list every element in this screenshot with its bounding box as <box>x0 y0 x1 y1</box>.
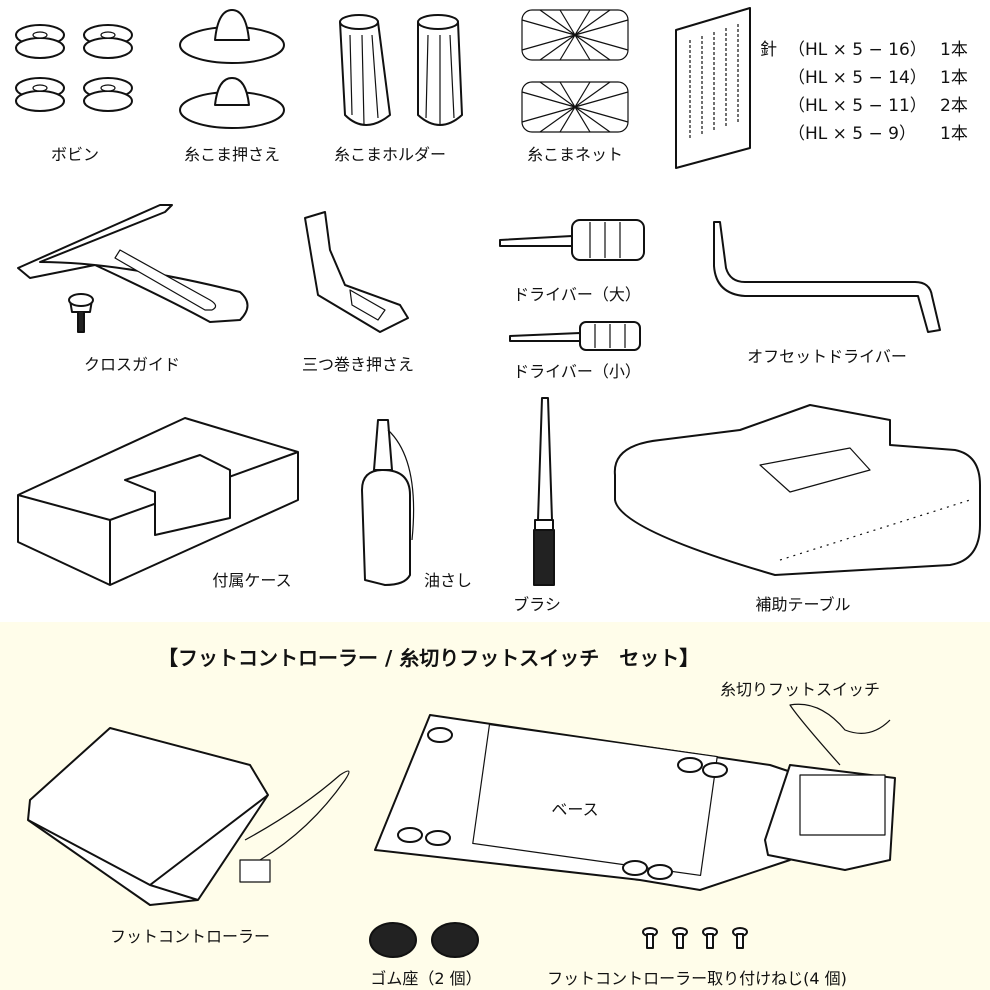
set-title: 【フットコントローラー / 糸切りフットスイッチ セット】 <box>158 646 700 670</box>
spool-net-label: 糸こまネット <box>526 145 624 164</box>
case-label: 付属ケース <box>212 571 292 590</box>
hemmer-foot-illustration <box>304 211 409 333</box>
spool-cap-label: 糸こま押さえ <box>183 145 281 164</box>
cloth-guide-label: クロスガイド <box>83 355 181 374</box>
case-illustration <box>17 417 299 586</box>
needle-row: （HL × 5 − 14）1本 <box>788 68 968 88</box>
oiler-illustration <box>361 419 415 586</box>
bobbin-illustration <box>15 24 133 112</box>
screwdriver-large-label: ドライバー（大） <box>513 285 641 304</box>
needle-row: （HL × 5 − 9）1本 <box>788 124 968 144</box>
rubber-feet-label: ゴム座（2 個） <box>370 969 482 988</box>
foot-controller-illustration <box>27 727 350 906</box>
thread-cut-switch-illustration <box>764 703 896 871</box>
screwdriver-large-illustration <box>499 219 645 261</box>
rubber-feet-illustration <box>369 922 479 958</box>
oiler-label: 油さし <box>423 571 473 590</box>
screws-illustration <box>642 927 748 949</box>
spool-holder-label: 糸こまホルダー <box>333 145 447 164</box>
brush-illustration <box>533 397 555 586</box>
needle-row: （HL × 5 − 11）2本 <box>788 96 968 116</box>
needle-list: 針（HL × 5 − 16）1本 （HL × 5 − 14）1本 （HL × 5… <box>760 36 968 148</box>
spool-net-illustration <box>521 9 629 133</box>
extension-table-label: 補助テーブル <box>755 595 851 614</box>
base-label: ベース <box>551 800 599 819</box>
offset-screwdriver-illustration <box>713 221 941 333</box>
hemmer-foot-label: 三つ巻き押さえ <box>301 355 415 374</box>
bobbin-label: ボビン <box>50 145 100 164</box>
screws-label: フットコントローラー取り付けねじ(4 個) <box>547 969 847 988</box>
foot-controller-label: フットコントローラー <box>109 927 271 946</box>
spool-cap-illustration <box>179 9 285 129</box>
screwdriver-small-label: ドライバー（小） <box>513 362 641 381</box>
needle-label: 針 <box>760 40 777 60</box>
needle-card-illustration <box>675 7 751 169</box>
extension-table-illustration <box>613 404 981 576</box>
screwdriver-small-illustration <box>509 321 641 351</box>
needle-row: 針（HL × 5 − 16）1本 <box>760 36 968 64</box>
base-plate-illustration <box>374 714 801 891</box>
spool-holder-illustration <box>339 14 463 126</box>
offset-screwdriver-label: オフセットドライバー <box>747 347 907 366</box>
brush-label: ブラシ <box>513 595 561 614</box>
cloth-guide-illustration <box>17 204 249 333</box>
thread-cut-switch-label: 糸切りフットスイッチ <box>719 680 881 699</box>
